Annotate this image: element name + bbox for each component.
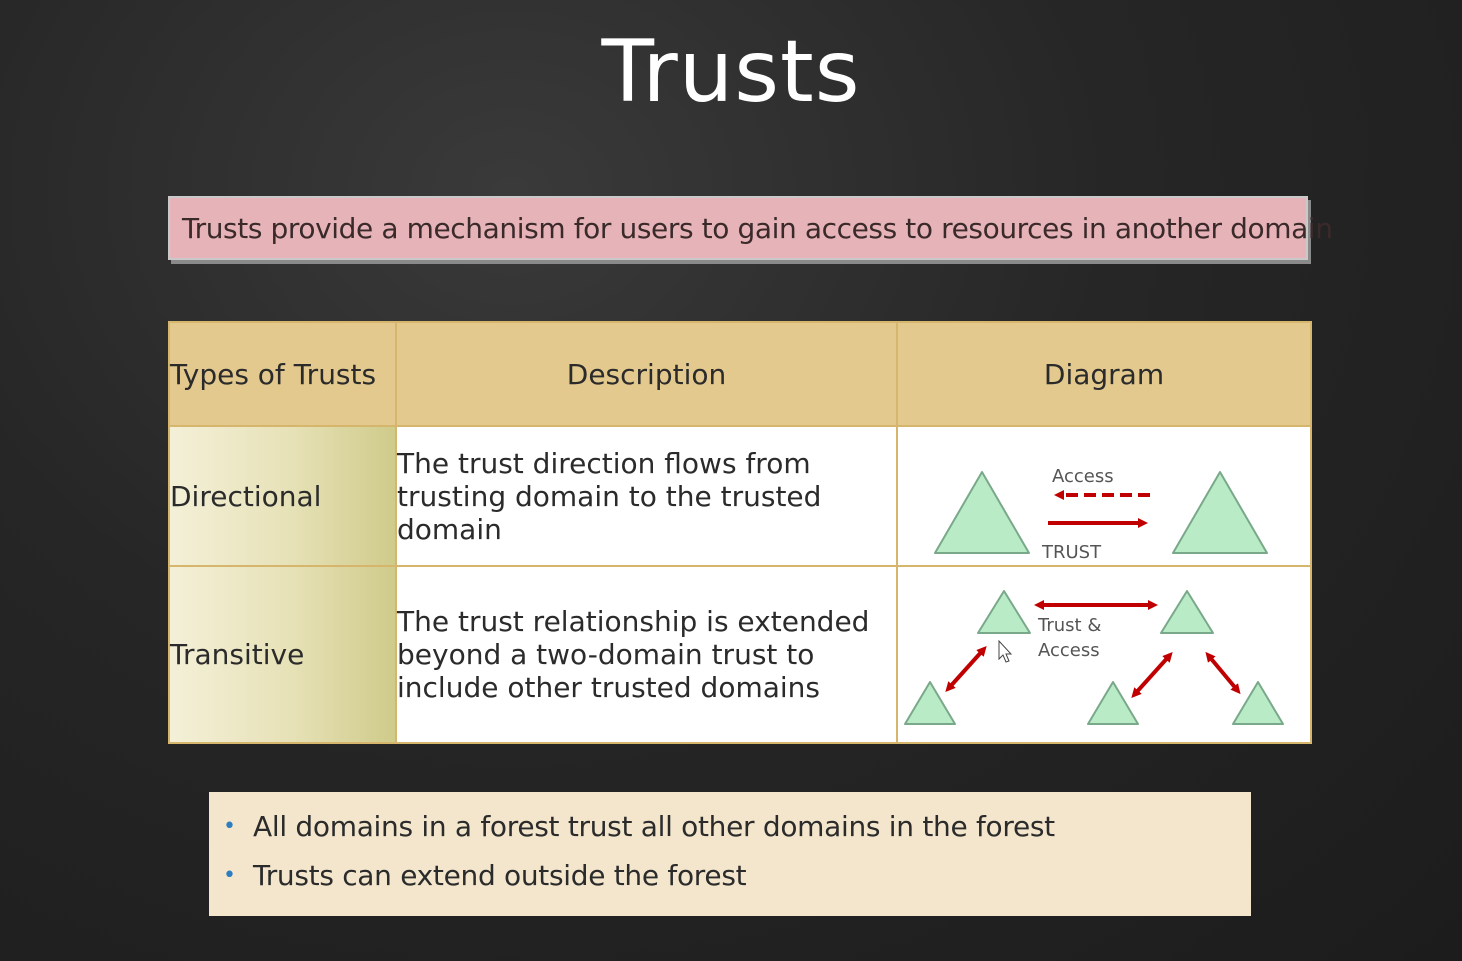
definition-banner: Trusts provide a mechanism for users to …: [168, 196, 1333, 260]
trust-types-table: Types of Trusts Description Diagram Dire…: [168, 321, 1312, 744]
bullet-icon: •: [223, 863, 236, 888]
trust-access-label-line1: Trust &: [1037, 615, 1101, 636]
note-text: Trusts can extend outside the forest: [253, 859, 747, 892]
trust-type-directional: Directional: [168, 425, 397, 567]
notes-box: • All domains in a forest trust all othe…: [209, 792, 1251, 916]
list-item: • Trusts can extend outside the forest: [223, 859, 1251, 908]
access-label: Access: [1052, 466, 1114, 487]
bullet-icon: •: [223, 814, 236, 839]
table-row: Transitive The trust relationship is ext…: [168, 565, 1312, 744]
domain-triangle-right: [1172, 471, 1268, 554]
trust-access-arrow-left: [945, 646, 987, 692]
transitive-diagram-svg: Trust & Access: [904, 590, 1284, 725]
directional-diagram-svg: Access TRUST: [934, 466, 1268, 563]
header-diagram: Diagram: [896, 321, 1312, 427]
diagram-directional: Access TRUST: [896, 425, 1312, 567]
list-item: • All domains in a forest trust all othe…: [223, 810, 1251, 859]
trust-type-transitive: Transitive: [168, 565, 397, 744]
diagram-transitive: Trust & Access: [896, 565, 1312, 744]
slide-title: Trusts: [601, 22, 861, 122]
domain-triangle-bottom-left: [904, 681, 956, 725]
header-description: Description: [395, 321, 898, 427]
domain-triangle-top-right: [1160, 590, 1214, 634]
table-row: Directional The trust direction flows fr…: [168, 425, 1312, 567]
note-text: All domains in a forest trust all other …: [253, 810, 1055, 843]
domain-triangle-top-left: [977, 590, 1031, 634]
trust-access-label-line2: Access: [1038, 640, 1100, 661]
trust-label: TRUST: [1041, 542, 1102, 563]
header-types-of-trusts: Types of Trusts: [168, 321, 397, 427]
mouse-cursor-icon: [998, 639, 1013, 663]
domain-triangle-bottom-right: [1232, 681, 1284, 725]
description-directional: The trust direction flows from trusting …: [395, 425, 898, 567]
trust-access-arrow-right: [1205, 651, 1241, 695]
domain-triangle-left: [934, 471, 1030, 554]
description-transitive: The trust relationship is extended beyon…: [395, 565, 898, 744]
domain-triangle-bottom-middle: [1087, 681, 1139, 725]
table-header-row: Types of Trusts Description Diagram: [168, 321, 1312, 427]
trust-access-arrow-middle: [1131, 652, 1173, 698]
